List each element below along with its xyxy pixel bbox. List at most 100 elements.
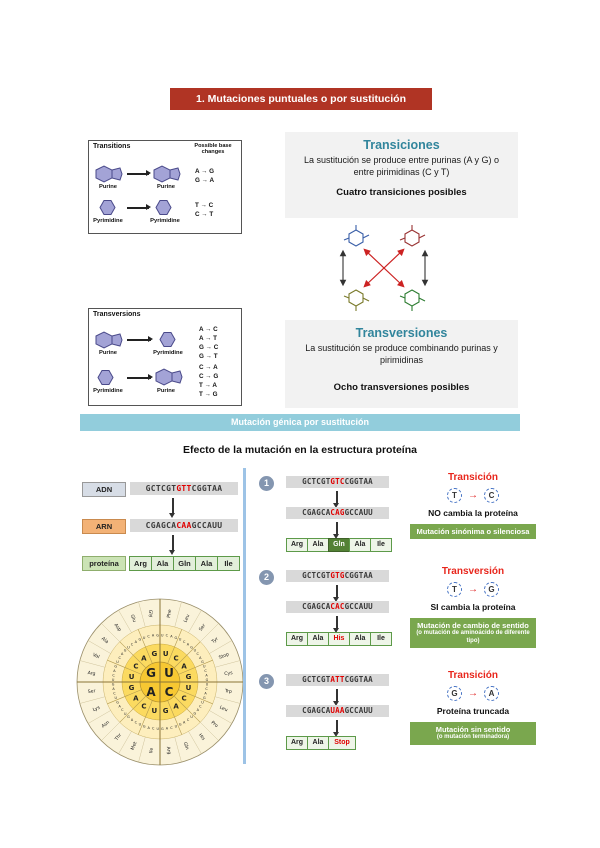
svg-text:U: U xyxy=(186,684,192,692)
transiciones-panel-emphasis: Cuatro transiciones posibles xyxy=(336,187,467,199)
base-from-circle: T xyxy=(447,488,462,503)
svg-text:Gln: Gln xyxy=(182,741,191,751)
base-to-circle: C xyxy=(484,488,499,503)
svg-text:C: C xyxy=(187,718,190,722)
transversions-figure: Transversions Purine Pyrimidine A → C A … xyxy=(88,308,242,406)
amino-acid-cell: Ala xyxy=(307,538,329,552)
arrow-right-icon xyxy=(127,336,153,342)
svg-text:G: G xyxy=(127,715,130,719)
amino-acid-cell: Ala xyxy=(151,556,174,571)
arrow-down-icon xyxy=(333,689,339,706)
svg-text:A: A xyxy=(197,708,200,712)
transiciones-panel-body: La sustitución se produce entre purinas … xyxy=(303,155,500,177)
transversiones-panel-emphasis: Ocho transversiones posibles xyxy=(333,382,470,394)
mutation-3-protein-table: Arg Ala Stop xyxy=(286,736,356,750)
svg-text:U: U xyxy=(115,696,118,700)
base-to-circle: A xyxy=(484,686,499,701)
mutation-2-annotation: Transversión T → G SI cambia la proteína… xyxy=(410,566,536,648)
svg-text:Tyr: Tyr xyxy=(210,636,220,646)
svg-text:C: C xyxy=(199,704,202,708)
amino-acid-cell: Ala xyxy=(307,632,329,646)
svg-text:U: U xyxy=(203,664,206,668)
svg-text:A: A xyxy=(119,704,122,708)
svg-text:Glu: Glu xyxy=(129,614,138,624)
mutation-3-number: 3 xyxy=(259,674,274,689)
arrow-right-icon xyxy=(127,170,151,176)
svg-text:C: C xyxy=(183,640,186,644)
pyrimidine-label: Pyrimidine xyxy=(93,218,123,224)
svg-text:C: C xyxy=(204,669,207,673)
amino-acid-cell: Arg xyxy=(286,632,308,646)
transiciones-panel-title: Transiciones xyxy=(363,138,440,152)
svg-text:A: A xyxy=(173,703,179,711)
amino-acid-cell: Ala xyxy=(349,538,371,552)
svg-text:Asp: Asp xyxy=(113,622,123,632)
svg-text:Arg: Arg xyxy=(87,670,96,677)
svg-text:C: C xyxy=(170,726,173,730)
amino-acid-cell-changed: His xyxy=(328,632,350,646)
svg-text:Leu: Leu xyxy=(219,705,229,714)
arrow-right-icon: → xyxy=(468,490,478,501)
mutation-1-result: NO cambia la proteína xyxy=(428,508,518,518)
mutation-1-type: Transición xyxy=(447,472,498,483)
dna-sequence: GCTCGTGTTCGGTAA xyxy=(130,482,238,495)
amino-acid-cell: Arg xyxy=(129,556,152,571)
transitions-figure: Transitions Possible base changes Purine… xyxy=(88,140,242,234)
svg-text:C: C xyxy=(113,692,116,696)
svg-text:C: C xyxy=(174,654,179,662)
arrow-down-icon xyxy=(169,535,175,555)
svg-text:G: G xyxy=(112,683,115,687)
svg-text:Met: Met xyxy=(130,741,139,751)
protein-table: Arg Ala Gln Ala Ile xyxy=(129,556,240,571)
svg-text:G: G xyxy=(143,724,146,728)
svg-text:A: A xyxy=(113,669,116,673)
arrow-down-icon xyxy=(333,720,339,737)
arrow-down-icon xyxy=(333,616,339,633)
amino-acid-cell-stop: Stop xyxy=(328,736,356,750)
transversiones-panel-title: Transversiones xyxy=(355,326,448,340)
mutation-2-base-change: T → G xyxy=(410,582,536,597)
svg-text:C: C xyxy=(121,708,124,712)
svg-text:C: C xyxy=(166,634,169,638)
arrow-down-icon xyxy=(333,522,339,539)
purine-label: Purine xyxy=(156,388,176,394)
mutation-2-classification: Mutación de cambio de sentido (o mutació… xyxy=(410,618,536,648)
svg-text:G: G xyxy=(146,666,156,680)
svg-text:Trp: Trp xyxy=(224,688,233,695)
svg-text:C: C xyxy=(135,721,138,725)
mutation-3-rna-sequence: CGAGCAUAAGCCAUU xyxy=(286,705,389,717)
adenine-molecule xyxy=(343,225,370,247)
svg-text:A: A xyxy=(170,635,173,639)
transversion-changes-2: C → A C → G T → A T → G xyxy=(199,364,219,398)
svg-text:G: G xyxy=(151,650,157,658)
pyrimidine-label: Pyrimidine xyxy=(93,388,123,394)
svg-text:U: U xyxy=(179,638,182,642)
svg-text:Ala: Ala xyxy=(100,636,110,645)
transition-pair-pyrimidines: T → C C → T xyxy=(195,202,214,218)
mutation-1-dna-sequence: GCTCGTGTCCGGTAA xyxy=(286,476,389,488)
amino-acid-cell: Ala xyxy=(195,556,218,571)
amino-acid-cell: Arg xyxy=(286,538,308,552)
vertical-divider xyxy=(243,468,246,764)
svg-text:A: A xyxy=(147,726,150,730)
amino-acid-cell: Ala xyxy=(307,736,329,750)
arrow-right-icon: → xyxy=(468,584,478,595)
svg-text:Ser: Ser xyxy=(87,688,95,695)
transversion-changes-1: A → C A → T G → C G → T xyxy=(199,326,219,360)
mutation-1-annotation: Transición T → C NO cambia la proteína M… xyxy=(410,472,536,540)
svg-text:C: C xyxy=(147,635,150,639)
svg-text:U: U xyxy=(127,645,130,649)
svg-text:His: His xyxy=(197,732,206,742)
arrow-down-icon xyxy=(169,498,175,518)
svg-text:A: A xyxy=(121,652,124,656)
mutation-2-protein-table: Arg Ala His Ala Ile xyxy=(286,632,392,646)
svg-text:U: U xyxy=(124,712,127,716)
svg-text:U: U xyxy=(206,683,209,687)
svg-text:G: G xyxy=(114,664,117,668)
svg-text:G: G xyxy=(129,684,135,692)
svg-text:C: C xyxy=(131,642,134,646)
svg-text:U: U xyxy=(116,660,119,664)
mutation-1-rna-sequence: CGAGCACAGGCCAUU xyxy=(286,507,389,519)
purine-label: Purine xyxy=(98,184,118,190)
